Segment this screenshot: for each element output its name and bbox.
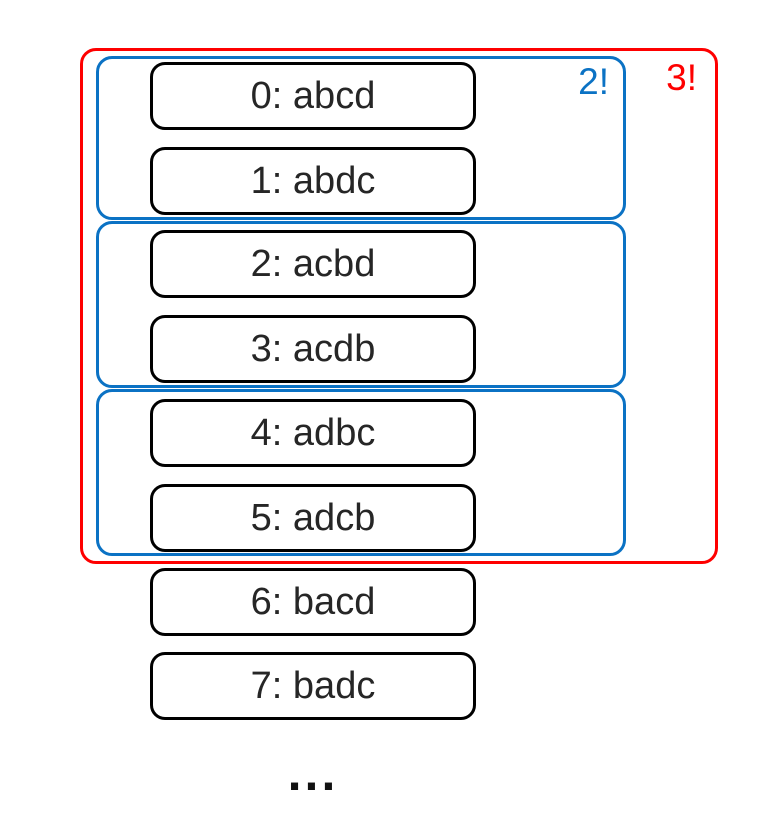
- permutation-box-4: 4: adbc: [150, 399, 476, 467]
- pair-group-box-3: 4: adbc 5: adcb: [96, 389, 626, 556]
- outer-group-label: 3!: [666, 57, 697, 98]
- pair-group-label: 2!: [578, 61, 609, 102]
- permutation-box-1: 1: abdc: [150, 147, 476, 215]
- pair-group-box-1: 2! 0: abcd 1: abdc: [96, 56, 626, 220]
- permutation-box-7: 7: badc: [150, 652, 476, 720]
- pair-group-box-2: 2: acbd 3: acdb: [96, 221, 626, 388]
- ellipsis: ...: [287, 745, 339, 801]
- permutation-box-2: 2: acbd: [150, 230, 476, 298]
- permutation-box-3: 3: acdb: [150, 315, 476, 383]
- outer-group-box: 3! 2! 0: abcd 1: abdc 2: acbd 3: acdb 4:…: [80, 48, 718, 564]
- permutation-box-5: 5: adcb: [150, 484, 476, 552]
- permutation-box-0: 0: abcd: [150, 62, 476, 130]
- permutation-box-6: 6: bacd: [150, 568, 476, 636]
